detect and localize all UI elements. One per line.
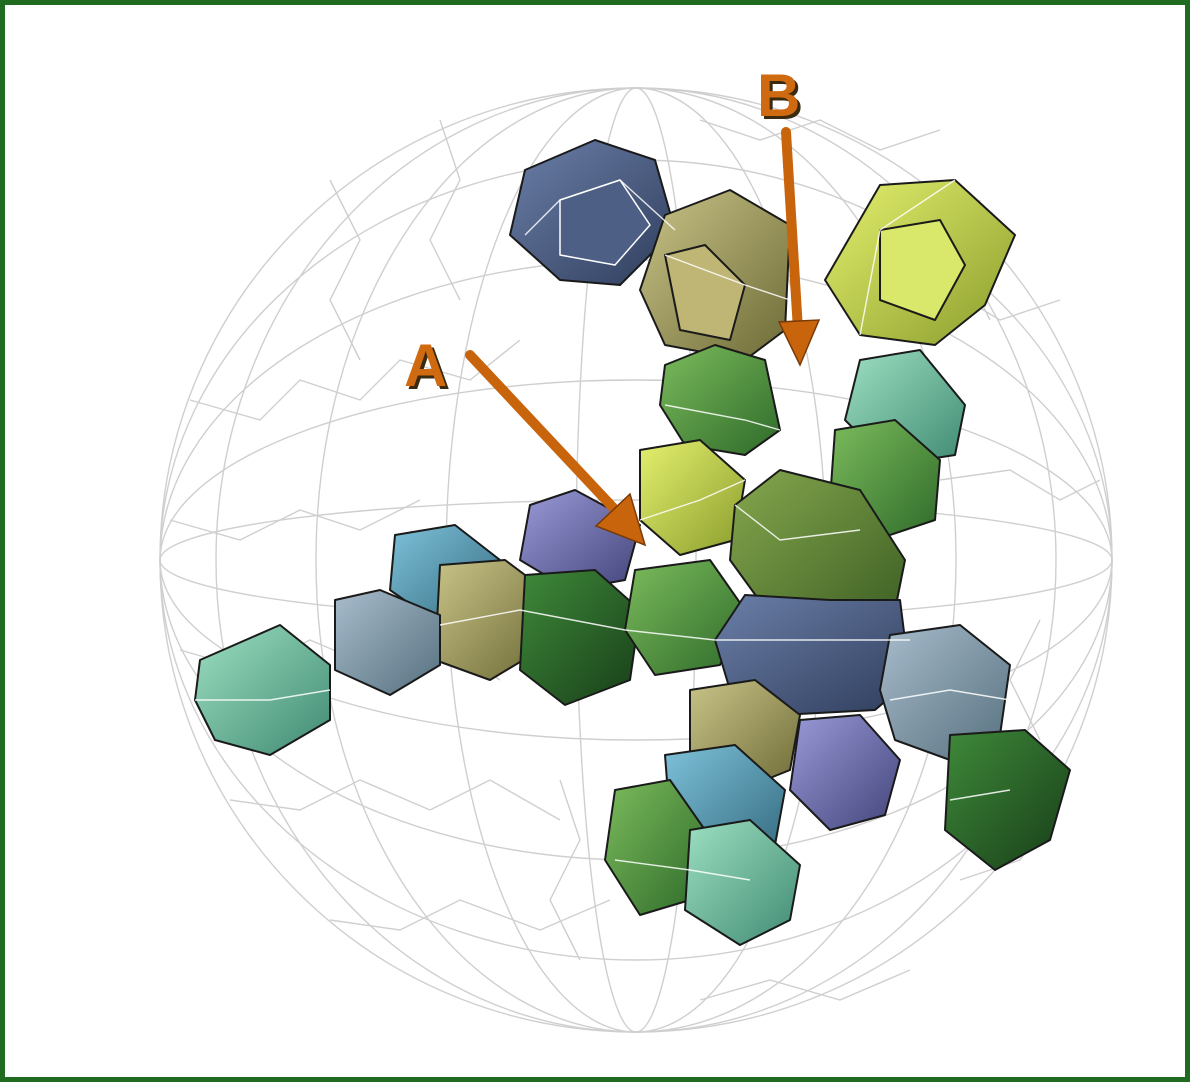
polyhedra-cluster: [195, 140, 1070, 945]
arrowhead-b-icon: [779, 320, 819, 365]
arrow-icon: [786, 132, 798, 330]
arrow-icon: [470, 355, 620, 515]
label-b: B: [757, 66, 800, 126]
label-a: A: [404, 336, 447, 396]
